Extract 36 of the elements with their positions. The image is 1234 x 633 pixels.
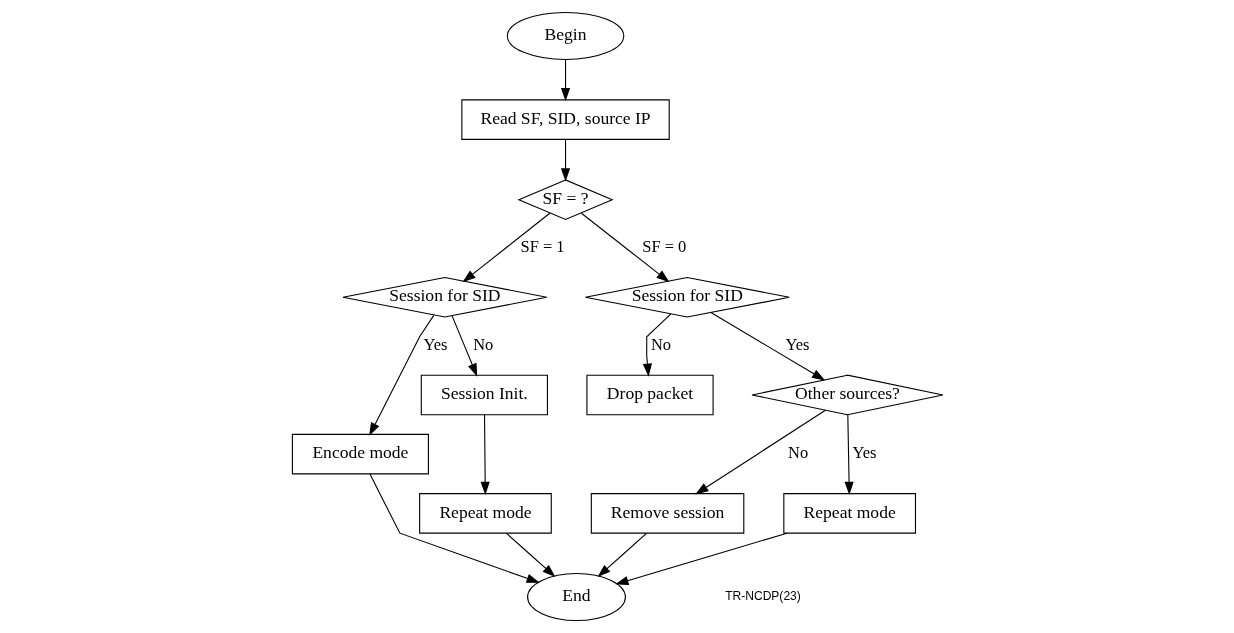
arrow [597, 532, 647, 578]
arrow [560, 139, 570, 182]
node-box: Drop packet [585, 374, 714, 416]
arrow [480, 414, 490, 495]
node-box: Read SF, SID, source IP [460, 99, 670, 140]
arrow [451, 315, 477, 377]
edge-label: Yes [852, 443, 876, 462]
node-box: Session Init. [420, 374, 548, 416]
node-box: Repeat mode [782, 493, 916, 534]
edge-label: No [787, 443, 808, 462]
label: TR-NCDP(23) [724, 589, 801, 604]
node-diamond: SF = ? [516, 179, 614, 220]
arrow [462, 212, 550, 283]
node-diamond: Other sources? [751, 374, 943, 416]
edge-label: No [650, 334, 671, 354]
arrow [694, 409, 826, 495]
node-box: Remove session [590, 493, 744, 534]
arrow [642, 313, 671, 377]
arrow [505, 532, 555, 578]
node-ellipse: Begin [506, 11, 624, 61]
edge-label: Yes [785, 334, 810, 354]
edge-label: SF = 1 [520, 237, 564, 257]
arrow [368, 473, 540, 583]
arrow [843, 414, 854, 495]
arrow [614, 532, 788, 585]
edge-label: No [472, 334, 493, 354]
arrow [368, 314, 434, 436]
arrow [580, 212, 669, 283]
arrow [560, 58, 570, 102]
node-diamond: Session for SID [341, 277, 547, 318]
edge-label: SF = 0 [641, 237, 686, 257]
arrow [709, 311, 825, 381]
edge-label: Yes [423, 334, 447, 354]
node-box: Repeat mode [418, 493, 552, 534]
node-box: Encode mode [291, 433, 429, 475]
node-diamond: Session for SID [584, 277, 790, 318]
